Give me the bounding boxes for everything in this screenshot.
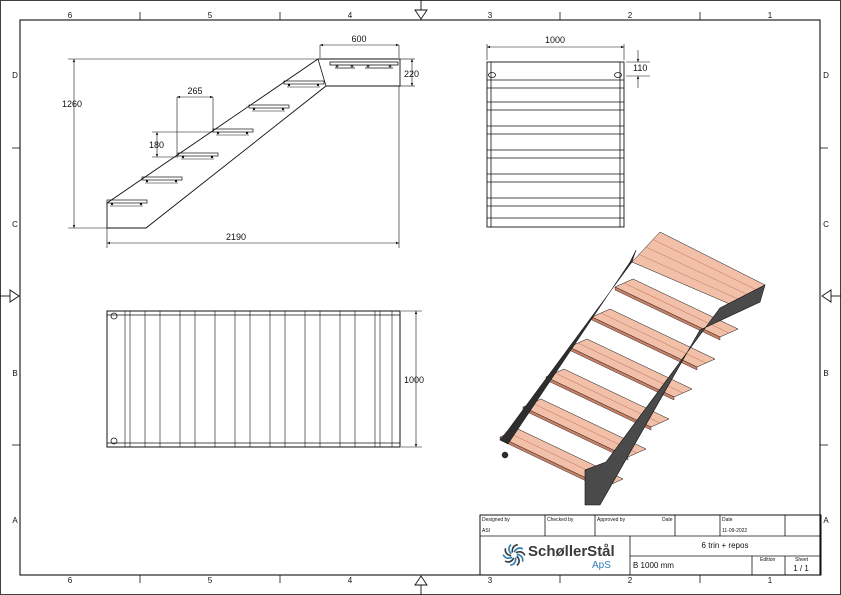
side-tread-bolt	[210, 155, 214, 159]
date-label: Date	[722, 517, 733, 523]
iso-landing-plank	[638, 254, 741, 301]
side-tread-bolt	[245, 131, 249, 135]
dim-plan-width: 1000	[404, 375, 424, 385]
row-label-right: A	[823, 516, 829, 525]
side-tread-bolt	[110, 202, 114, 206]
logo-swirl-arc	[511, 544, 518, 553]
col-label-top: 3	[488, 11, 493, 20]
iso-plank-line	[600, 312, 707, 364]
isometric-view	[499, 231, 766, 506]
logo-swirl-arc	[502, 554, 513, 559]
dim-total-length: 2190	[226, 232, 246, 242]
col-label-bottom: 1	[768, 576, 773, 585]
designed-by-value: ASI	[482, 528, 490, 534]
dim-rise: 180	[149, 140, 164, 150]
company-logo: SchøllerStål ApS	[502, 543, 615, 571]
dim-front-width: 1000	[545, 35, 565, 45]
dim-landing-height: 220	[404, 69, 419, 79]
row-label-left: D	[12, 71, 18, 80]
col-label-bottom: 2	[628, 576, 633, 585]
side-tread-bolt	[252, 107, 256, 111]
side-tread-bolt	[287, 83, 291, 87]
logo-swirl-arc	[516, 553, 524, 562]
side-tread-bolt	[316, 83, 320, 87]
col-label-bottom: 5	[208, 576, 213, 585]
side-tread	[283, 80, 325, 85]
logo-swirl-arc	[515, 551, 526, 556]
side-dimensions	[68, 43, 415, 248]
logo-swirl-icon	[502, 543, 526, 567]
col-label-top: 2	[628, 11, 633, 20]
logo-swirl-arc	[504, 548, 512, 557]
side-tread-bolt	[174, 179, 178, 183]
title-block	[479, 514, 822, 576]
side-tread	[248, 104, 290, 109]
sheet-number: 1 / 1	[793, 564, 809, 573]
logo-swirl-arc	[513, 547, 524, 553]
side-tread	[212, 128, 254, 133]
checked-by-label: Checked by	[547, 517, 574, 523]
date-value: 11-09-2022	[722, 528, 747, 534]
zone-ticks	[12, 12, 828, 583]
iso-landing-plank	[652, 239, 757, 291]
logo-swirl-arc	[510, 557, 517, 566]
approved-by-label: Approved by	[597, 517, 626, 523]
plan-dimensions	[401, 310, 422, 448]
col-label-top: 4	[348, 11, 353, 20]
front-view	[486, 44, 650, 228]
iso-landing-plank	[645, 246, 749, 296]
row-label-right: B	[823, 369, 828, 378]
col-label-bottom: 3	[488, 576, 493, 585]
logo-swirl-arc	[516, 555, 520, 567]
side-tread-bolt	[181, 155, 185, 159]
iso-tread-edge	[614, 286, 721, 341]
iso-tread-edge	[522, 406, 629, 461]
dim-total-height: 1260	[62, 99, 82, 109]
side-view	[68, 43, 415, 248]
row-label-right: D	[823, 71, 829, 80]
date-label-approved: Date	[662, 517, 673, 523]
side-tread-bolt	[139, 202, 143, 206]
row-label-right: C	[823, 220, 829, 229]
side-tread-bolt	[216, 131, 220, 135]
side-tread-bolt	[145, 179, 149, 183]
company-suffix: ApS	[592, 560, 611, 571]
col-label-top: 5	[208, 11, 213, 20]
designed-by-label: Designed by	[482, 517, 510, 523]
side-tread	[177, 152, 219, 157]
front-dimensions	[486, 44, 650, 88]
logo-swirl-arc	[504, 557, 515, 563]
col-label-top: 1	[768, 11, 773, 20]
side-tread	[106, 199, 148, 204]
dim-front-offset: 110	[633, 63, 647, 73]
dim-landing-width: 600	[351, 34, 366, 44]
plan-view	[106, 310, 422, 448]
logo-swirl-arc	[508, 543, 512, 555]
drawing-subtitle: B 1000 mm	[633, 561, 674, 570]
row-label-left: C	[12, 220, 18, 229]
sheet-label: Sheet	[795, 557, 809, 563]
col-label-bottom: 6	[68, 576, 73, 585]
side-tread	[141, 176, 183, 181]
edition-label: Edition	[760, 557, 776, 563]
zone-labels: 6 5 4 3 2 1 6 5 4 3 2 1 D C B A D C B A	[12, 11, 829, 585]
drawing-title: 6 trin + repos	[702, 541, 749, 550]
col-label-bottom: 4	[348, 576, 353, 585]
dim-tread-depth: 265	[187, 86, 202, 96]
company-name: SchøllerStål	[528, 543, 615, 560]
row-label-left: A	[12, 516, 18, 525]
col-label-top: 6	[68, 11, 73, 20]
side-tread-bolt	[281, 107, 285, 111]
row-label-left: B	[12, 369, 17, 378]
